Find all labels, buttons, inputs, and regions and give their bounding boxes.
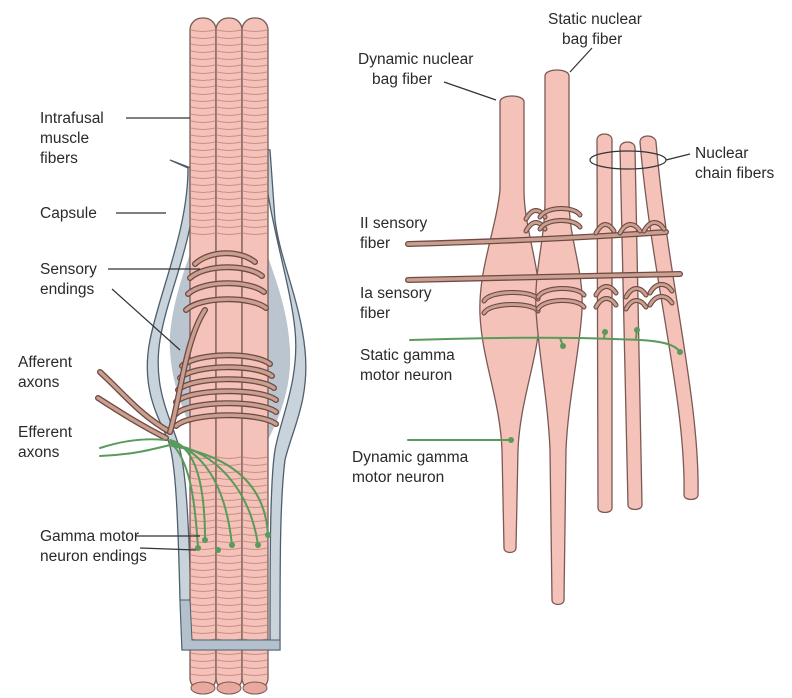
dynamic-gamma-motor-neuron bbox=[408, 437, 514, 443]
spindle-panel: Intrafusal muscle fibers Capsule Sensory… bbox=[18, 18, 306, 694]
label-afferent-axons: Afferent axons bbox=[18, 354, 76, 391]
label-dynamic-bag: Dynamic nuclear bag fiber bbox=[358, 51, 478, 88]
label-dynamic-gamma: Dynamic gamma motor neuron bbox=[352, 449, 473, 486]
leader-dynamic-bag bbox=[444, 82, 496, 100]
label-static-gamma: Static gamma motor neuron bbox=[360, 347, 459, 384]
nuclear-chain-fiber-2 bbox=[620, 142, 642, 510]
fiber-end-cap bbox=[191, 682, 215, 694]
leader-nuclear-chain bbox=[666, 154, 690, 160]
nuclear-chain-fiber-1 bbox=[597, 134, 612, 513]
dynamic-nuclear-bag-fiber bbox=[480, 96, 540, 553]
label-nuclear-chain: Nuclear chain fibers bbox=[695, 145, 775, 182]
nuclear-chain-fiber-3 bbox=[640, 136, 698, 500]
label-static-bag: Static nuclear bag fiber bbox=[548, 11, 646, 48]
label-capsule: Capsule bbox=[40, 205, 97, 222]
label-sensory-endings: Sensory endings bbox=[40, 261, 101, 298]
label-efferent-axons: Efferent axons bbox=[18, 424, 76, 461]
label-ia-sensory: Ia sensory fiber bbox=[360, 285, 436, 322]
fiber-types-panel: Dynamic nuclear bag fiber Static nuclear… bbox=[352, 11, 775, 605]
label-intrafusal: Intrafusal muscle fibers bbox=[40, 110, 108, 167]
leader-static-bag bbox=[570, 48, 592, 72]
fiber-end-cap bbox=[243, 682, 267, 694]
label-gamma-endings: Gamma motor neuron endings bbox=[40, 528, 147, 565]
fiber-end-cap bbox=[217, 682, 241, 694]
ia-sensory-fiber bbox=[408, 274, 680, 280]
